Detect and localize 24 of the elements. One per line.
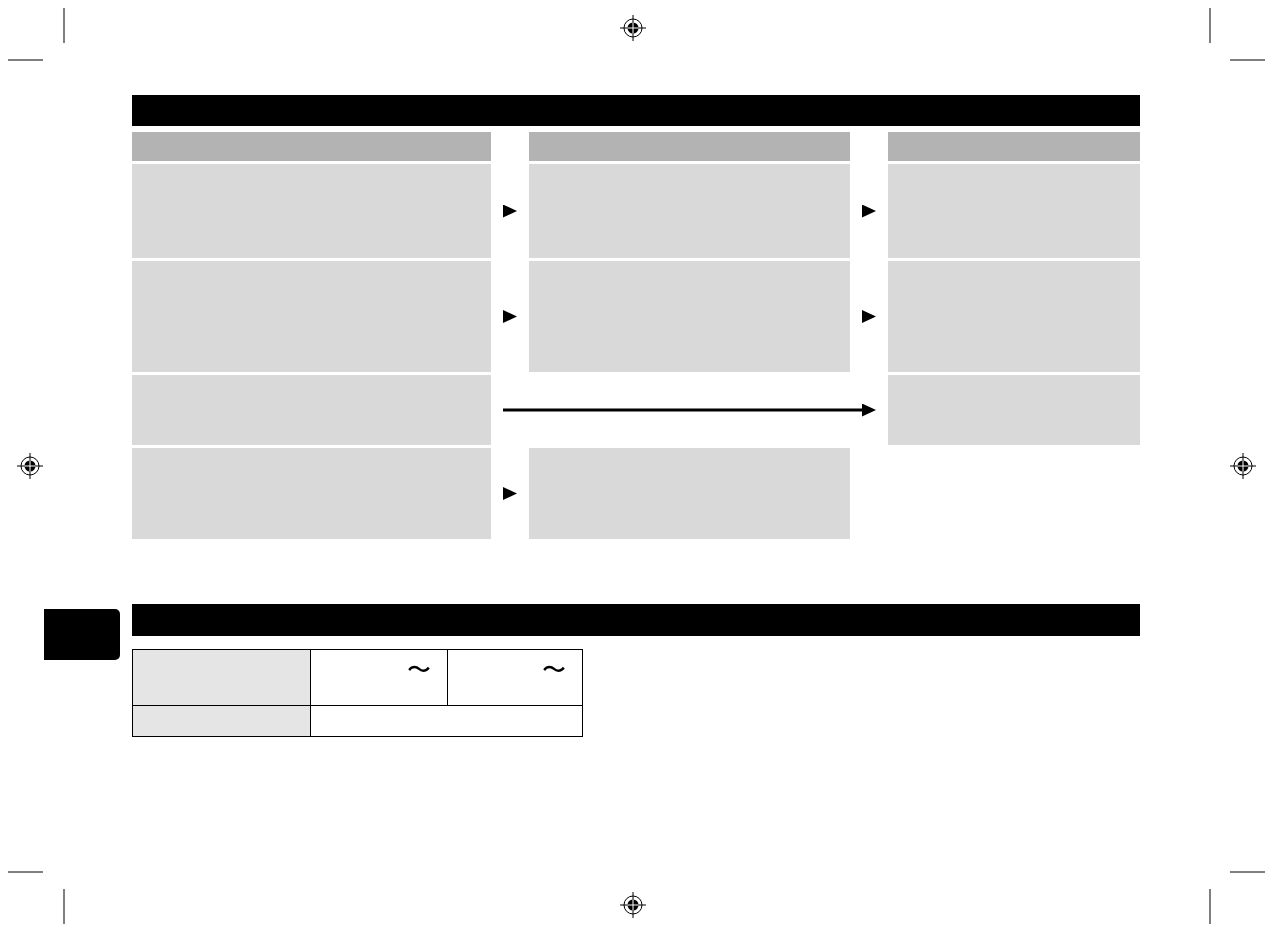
step-box — [132, 261, 491, 372]
column-header-bar — [132, 132, 491, 161]
section-heading-bar — [132, 95, 1140, 126]
range-symbol: 〜 — [542, 658, 566, 682]
step-box — [529, 448, 850, 539]
arrow — [862, 310, 876, 323]
step-box — [888, 164, 1140, 258]
section-heading-bar — [132, 604, 1140, 636]
step-box — [888, 261, 1140, 372]
arrow — [503, 310, 517, 323]
step-box — [529, 164, 850, 258]
arrow — [503, 403, 876, 417]
step-box — [132, 375, 491, 445]
arrow — [503, 204, 517, 218]
range-symbol: 〜 — [407, 658, 431, 682]
column-header-bar — [888, 132, 1140, 161]
column-header-bar — [529, 132, 850, 161]
arrow — [503, 487, 517, 500]
step-box — [132, 164, 491, 258]
step-box — [529, 261, 850, 372]
arrow — [862, 204, 876, 218]
side-tab — [44, 609, 120, 660]
step-box — [888, 375, 1140, 445]
step-box — [132, 448, 491, 539]
